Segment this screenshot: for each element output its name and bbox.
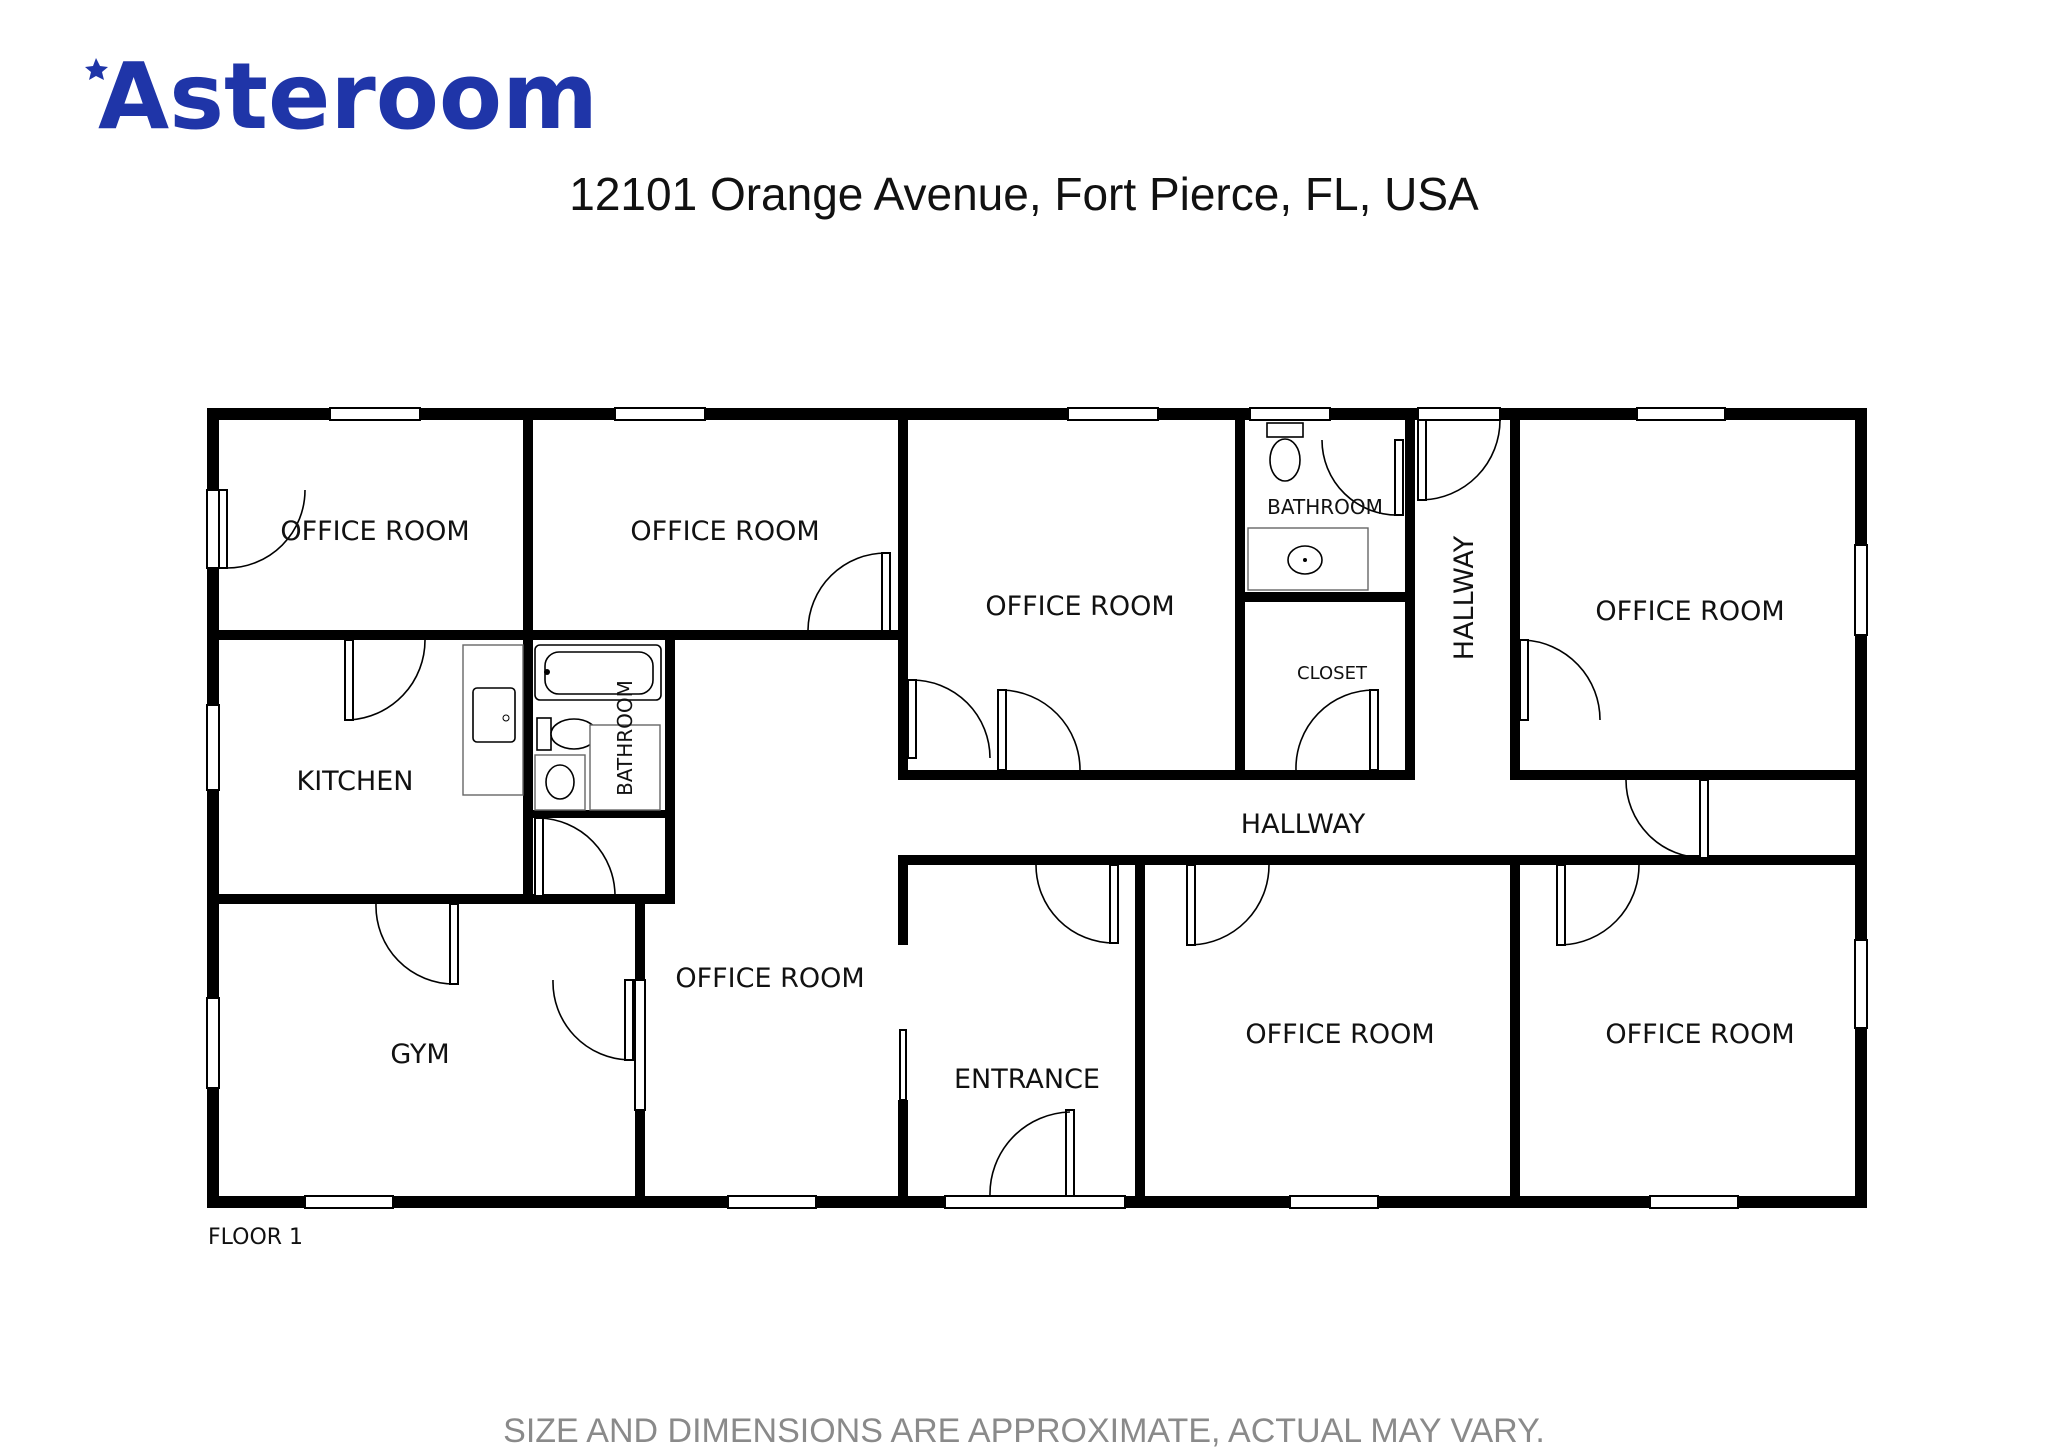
- door-icon: [1417, 419, 1427, 501]
- property-address: 12101 Orange Avenue, Fort Pierce, FL, US…: [569, 168, 1479, 220]
- bathtub-icon: [534, 644, 662, 701]
- brand-logo: Asteroom: [85, 43, 598, 150]
- window-icon: [727, 1195, 817, 1209]
- room-label-hallway-vertical: HALLWAY: [1449, 535, 1480, 660]
- window-icon: [1854, 939, 1868, 1029]
- window-icon: [206, 997, 220, 1089]
- door-icon: [1186, 864, 1196, 946]
- sink-icon: [545, 764, 575, 800]
- room-label-kitchen: KITCHEN: [297, 766, 414, 797]
- window-icon: [1067, 407, 1159, 421]
- window-icon: [1417, 407, 1501, 421]
- door-icon: [1556, 864, 1566, 946]
- toilet-icon: [536, 717, 598, 751]
- window-icon: [304, 1195, 394, 1209]
- brand-name: Asteroom: [98, 43, 598, 150]
- fixtures: [462, 422, 1369, 811]
- door-icon: [1065, 1109, 1075, 1197]
- room-label-office-2: OFFICE ROOM: [630, 516, 819, 547]
- door-icon: [534, 817, 544, 897]
- window-icon: [944, 1195, 1126, 1209]
- door-icon: [881, 552, 891, 632]
- window-icon: [206, 704, 220, 791]
- window-icon: [634, 979, 646, 1111]
- room-label-bathroom-small: BATHROOM: [613, 680, 637, 796]
- doors: [218, 419, 1709, 1197]
- window-icon: [1649, 1195, 1739, 1209]
- door-icon: [449, 903, 459, 985]
- room-labels: OFFICE ROOM OFFICE ROOM OFFICE ROOM BATH…: [280, 495, 1794, 1095]
- window-icon: [1636, 407, 1726, 421]
- room-label-closet: CLOSET: [1297, 663, 1368, 684]
- room-label-office-3: OFFICE ROOM: [985, 591, 1174, 622]
- door-icon: [1369, 689, 1379, 771]
- room-label-entrance: ENTRANCE: [954, 1064, 1100, 1095]
- door-icon: [344, 639, 354, 721]
- door-icon: [997, 689, 1007, 771]
- window-icon: [1289, 1195, 1379, 1209]
- room-label-office-1: OFFICE ROOM: [280, 516, 469, 547]
- window-icon: [206, 489, 220, 569]
- room-label-hallway-main: HALLWAY: [1241, 809, 1366, 840]
- logo-star-icon: [85, 58, 108, 80]
- door-icon: [1699, 779, 1709, 859]
- room-label-office-6: OFFICE ROOM: [1245, 1019, 1434, 1050]
- room-label-gym: GYM: [390, 1039, 449, 1070]
- floor-label: FLOOR 1: [208, 1225, 303, 1250]
- window-icon: [1854, 544, 1868, 636]
- room-label-bathroom-top: BATHROOM: [1267, 495, 1383, 519]
- door-icon: [907, 679, 917, 759]
- windows: [206, 407, 1868, 1209]
- window-icon: [614, 407, 706, 421]
- door-icon: [624, 979, 634, 1061]
- door-icon: [1394, 439, 1404, 516]
- room-label-office-4: OFFICE ROOM: [1595, 596, 1784, 627]
- door-icon: [1519, 639, 1529, 721]
- toilet-icon: [1266, 422, 1304, 482]
- window-icon: [1249, 407, 1331, 421]
- sink-icon: [472, 687, 516, 743]
- sink-icon: [1287, 545, 1323, 575]
- window-icon: [329, 407, 421, 421]
- room-label-office-7: OFFICE ROOM: [1605, 1019, 1794, 1050]
- door-icon: [218, 489, 228, 569]
- door-icon: [1109, 864, 1119, 944]
- room-label-office-5: OFFICE ROOM: [675, 963, 864, 994]
- disclaimer: SIZE AND DIMENSIONS ARE APPROXIMATE, ACT…: [503, 1412, 1545, 1450]
